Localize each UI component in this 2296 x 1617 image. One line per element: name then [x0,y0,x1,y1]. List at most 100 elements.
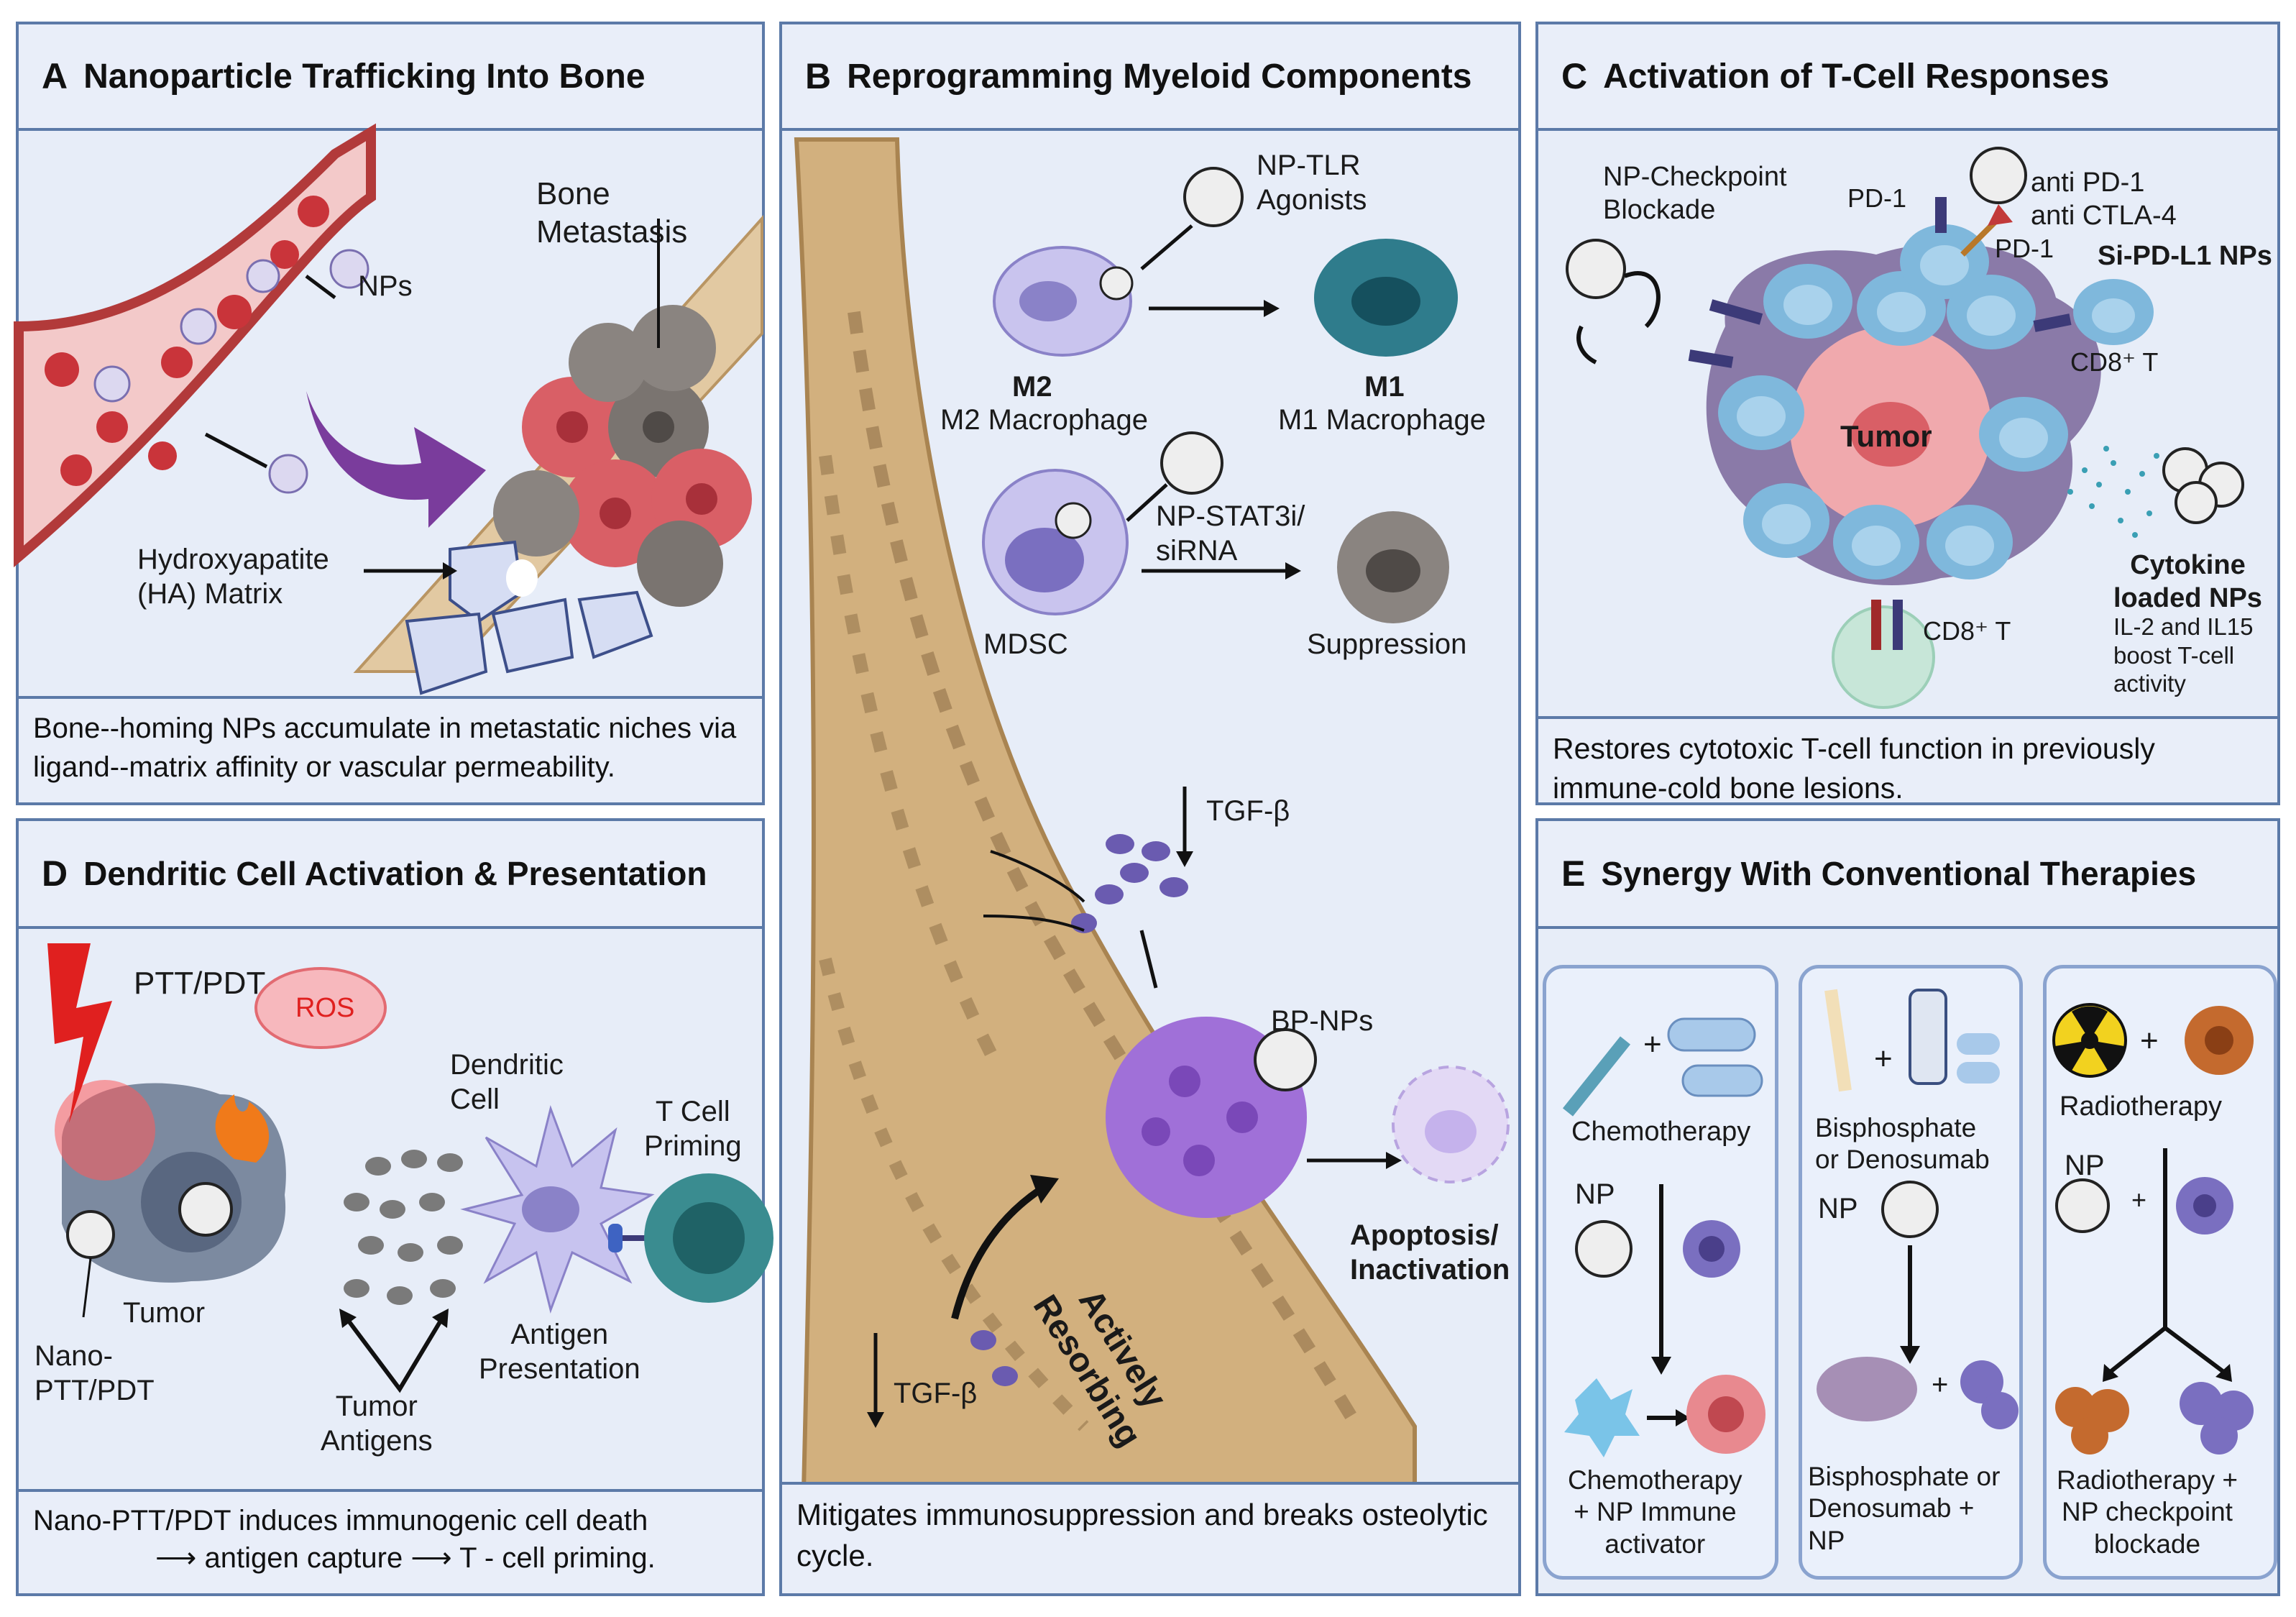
nano-ptt-label: Nano- PTT/PDT [35,1340,155,1406]
chemo-plus: + [1643,1027,1662,1062]
nanoparticle [180,308,217,345]
panel-a-letter: A [42,56,68,96]
panel-c-illustration [1566,147,2244,709]
bone-metastasis-label: Bone Metastasis [536,176,688,249]
panel-d-letter: D [42,853,68,894]
panel-c-header: C Activation of T-Cell Responses [1538,24,2277,131]
panel-d-caption-line1: Nano-PTT/PDT induces immunogenic cell de… [33,1505,648,1536]
arrow [305,275,336,299]
np-tlr-label: NP-TLR Agonists [1257,150,1367,216]
m1-long-label: M1 Macrophage [1278,404,1487,436]
antigen-presentation-label: Antigen Presentation [479,1319,640,1385]
arrow [1139,930,1158,989]
nanoparticle [1970,147,2027,204]
np-label-3: NP [2065,1150,2105,1181]
ptt-pdt-label: PTT/PDT [134,966,266,1001]
nanoparticle [2055,1178,2110,1233]
red-blood-cell [148,441,177,470]
vial-icon [1909,989,1947,1085]
caption-antigen-capture: antigen capture [204,1542,403,1574]
m1-short-label: M1 [1364,371,1405,403]
chemo-illustration [1562,1017,1765,1457]
bisph-result-plus: + [1932,1369,1949,1401]
panel-b-header: B Reprogramming Myeloid Components [782,24,1518,131]
tumor-label: Tumor [1840,419,1932,453]
nanoparticle [178,1182,233,1237]
radio-plus: + [2140,1023,2159,1058]
panel-d-header: D Dendritic Cell Activation & Presentati… [19,821,762,929]
nanoparticle [1160,431,1223,495]
radiotherapy-illustration [2052,1003,2254,1455]
syringe-icon [1562,1036,1631,1117]
red-blood-cell [298,196,329,227]
nanoparticle [66,1210,115,1259]
panel-a: A Nanoparticle Trafficking Into Bone [14,22,765,805]
red-blood-cell [270,240,299,269]
panel-c: C Activation of T-Cell Responses [1535,22,2280,805]
bisph-result-label: Bisphosphate or Denosumab + NP [1808,1462,2001,1555]
ha-matrix-label: Hydroxyapatite (HA) Matrix [137,544,329,610]
panel-c-letter: C [1561,56,1588,96]
bone-icon [1824,989,1852,1092]
bp-nps-label: BP-NPs [1271,1005,1374,1037]
tumor-cell [493,470,579,556]
bisphosphate-box: + Bisphosphate or Denosumab NP + Bisphos… [1799,965,2023,1580]
chemo-label: Chemotherapy [1571,1117,1751,1147]
arrow-icon: ⟶ [410,1542,460,1574]
arrow [1126,483,1168,522]
bisph-label: Bisphosphate or Denosumab [1815,1113,1990,1175]
nanoparticle [1183,167,1244,227]
panel-b-illustration [794,137,1510,1493]
ros-cloud [254,967,387,1049]
m2-long-label: M2 Macrophage [940,404,1149,436]
cytokine-desc-label: IL-2 and IL15 boost T-cell activity [2113,613,2254,697]
ha-crystal [449,540,524,623]
panel-d-caption: Nano-PTT/PDT induces immunogenic cell de… [19,1489,762,1593]
cd8-bottom-label: CD8⁺ T [1923,616,2011,646]
radio-label: Radiotherapy [2059,1091,2223,1122]
bisph-plus: + [1874,1041,1893,1076]
dendritic-cell-label: Dendritic Cell [450,1049,564,1115]
red-blood-cell [96,411,128,443]
radio-result-label: Radiotherapy + NP checkpoint blockade [2057,1465,2238,1559]
panel-c-caption: Restores cytotoxic T-cell function in pr… [1538,716,2277,805]
panel-d-illustration [47,943,773,1393]
radio-np-plus: + [2131,1185,2147,1214]
anti-checkpoint-label: anti PD-1 anti CTLA-4 [2031,168,2177,231]
checkpoint-label: NP-Checkpoint Blockade [1603,162,1787,225]
nanoparticle [1254,1028,1317,1091]
t-cells [1718,224,2154,580]
panel-a-header: A Nanoparticle Trafficking Into Bone [19,24,762,131]
cd8-t-cell [1832,605,1935,709]
panel-a-title: Nanoparticle Trafficking Into Bone [83,57,646,96]
ros-label: ROS [295,993,355,1023]
nanoparticle [1881,1181,1939,1238]
tumor-cell [569,323,648,402]
ha-crystal [577,590,653,659]
panel-b: B Reprogramming Myeloid Components [779,22,1521,1596]
panel-e-letter: E [1561,853,1586,894]
pd1-right-label: PD-1 [1995,234,2054,263]
np-stat3-label: NP-STAT3i/ siRNA [1156,500,1305,567]
nanoparticle [1566,239,1626,299]
cd8-right-label: CD8⁺ T [2070,347,2159,377]
panel-c-title: Activation of T-Cell Responses [1603,57,2110,96]
ha-crystal [405,612,488,695]
panel-b-title: Reprogramming Myeloid Components [847,57,1472,96]
nanoparticle [93,365,131,403]
suppression-label: Suppression [1307,628,1467,660]
trafficking-arrow [306,391,486,528]
arrow [1140,224,1193,270]
tumor-antigens-label: Tumor Antigens [321,1391,433,1457]
panel-e-title: Synergy With Conventional Therapies [1601,855,2197,892]
tumor-label-d: Tumor [123,1297,206,1329]
ha-crystal [491,597,574,674]
nanoparticle [1575,1220,1633,1278]
panel-b-caption: Mitigates immunosuppression and breaks o… [782,1482,1518,1593]
chemo-box: + Chemotherapy NP Chemotherapy + NP Immu… [1543,965,1778,1580]
dendritic-cell [1564,1378,1640,1457]
np-label-2: NP [1818,1193,1858,1224]
nps-label: NPs [358,270,413,302]
nanoparticle [268,454,308,494]
apoptosis-label: Apoptosis/ Inactivation [1350,1219,1510,1286]
